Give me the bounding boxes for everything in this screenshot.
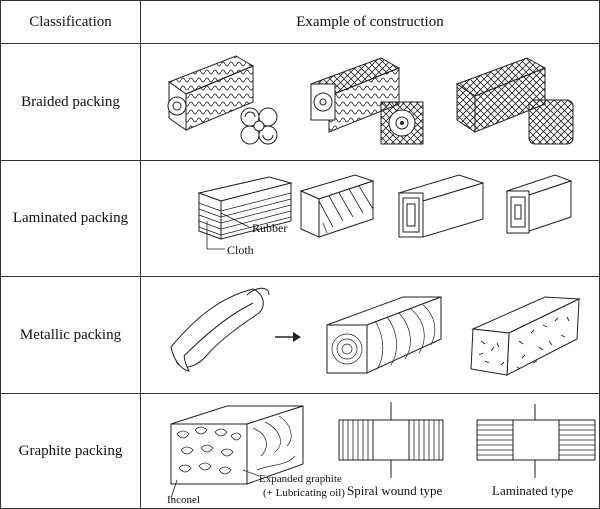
label-rubber: Rubber bbox=[252, 221, 288, 235]
laminated-block1-icon bbox=[197, 176, 293, 250]
metallic-fibrous-icon bbox=[470, 296, 581, 376]
braided-type2-icon bbox=[309, 57, 424, 145]
label-lubricating-oil: (+ Lubricating oil) bbox=[263, 487, 345, 499]
row-label-braided: Braided packing bbox=[21, 93, 120, 110]
graphite-illustrations: Expanded graphite (+ Lubricating oil) In… bbox=[141, 394, 599, 508]
row-divider bbox=[1, 43, 599, 44]
label-laminated-type: Laminated type bbox=[492, 483, 574, 498]
row-divider bbox=[1, 393, 599, 394]
metallic-block-icon bbox=[326, 296, 442, 374]
laminated-type-icon bbox=[476, 404, 596, 478]
header-example: Example of construction bbox=[296, 13, 444, 30]
laminated-illustrations: Rubber Cloth bbox=[141, 161, 599, 276]
arrow-icon bbox=[275, 332, 301, 342]
spiral-wound-icon bbox=[338, 402, 444, 478]
label-expanded-graphite: Expanded graphite bbox=[259, 473, 342, 485]
metallic-illustrations bbox=[141, 277, 599, 393]
braided-drawing bbox=[167, 55, 574, 145]
row-label-metallic: Metallic packing bbox=[19, 326, 122, 343]
laminated-block2-icon bbox=[299, 174, 375, 238]
row-label-laminated: Laminated packing bbox=[12, 210, 129, 226]
label-spiral-wound-type: Spiral wound type bbox=[347, 483, 443, 498]
row-divider bbox=[1, 160, 599, 161]
header-classification: Classification bbox=[29, 13, 112, 30]
braided-illustrations bbox=[141, 44, 599, 160]
laminated-drawing bbox=[197, 174, 573, 250]
row-label-graphite: Graphite packing bbox=[18, 442, 123, 459]
laminated-block4-icon bbox=[505, 174, 573, 234]
metallic-drawing bbox=[170, 287, 581, 376]
braided-type3-icon bbox=[455, 57, 574, 145]
label-cloth: Cloth bbox=[227, 243, 254, 257]
row-divider bbox=[1, 276, 599, 277]
label-inconel: Inconel bbox=[167, 494, 200, 506]
graphite-block-icon bbox=[170, 405, 304, 499]
column-divider bbox=[140, 1, 141, 508]
braided-type1-icon bbox=[167, 55, 278, 145]
metallic-foil-icon bbox=[170, 287, 270, 372]
laminated-block3-icon bbox=[397, 174, 485, 238]
graphite-drawing bbox=[170, 402, 596, 499]
